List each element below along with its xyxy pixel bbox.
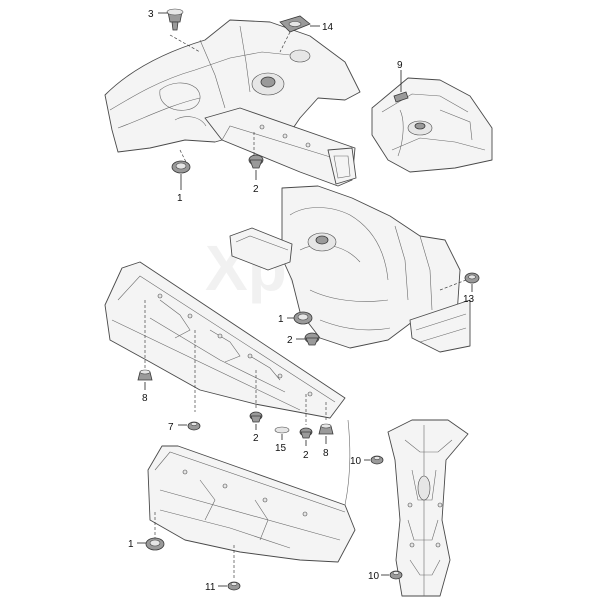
part-7-nut bbox=[187, 421, 201, 431]
callout-3: 3 bbox=[148, 9, 154, 20]
callout-1-mid: 1 bbox=[278, 314, 284, 325]
part-2-plug-c bbox=[249, 411, 263, 423]
callout-15: 15 bbox=[275, 443, 287, 454]
part-11-nut bbox=[227, 581, 241, 591]
callout-2-top: 2 bbox=[253, 184, 259, 195]
part-8-nut-left bbox=[137, 369, 153, 381]
callout-10-bottom: 10 bbox=[368, 571, 380, 582]
callout-1-top: 1 bbox=[177, 193, 183, 204]
part-15-disc bbox=[274, 426, 290, 434]
part-2-plug-mid bbox=[304, 332, 320, 346]
callout-13: 13 bbox=[463, 294, 475, 305]
rear-floor-assembly bbox=[147, 419, 356, 580]
callout-8-right: 8 bbox=[323, 448, 329, 459]
part-14-plate bbox=[279, 15, 311, 33]
callout-10-top: 10 bbox=[350, 456, 362, 467]
part-13-grommet bbox=[464, 272, 480, 284]
callout-1-bottom: 1 bbox=[128, 539, 134, 550]
part-2-plug-d bbox=[299, 427, 313, 439]
part-10-nut-bottom bbox=[389, 570, 403, 580]
floor-sill-assembly bbox=[104, 261, 346, 425]
part-1-grommet-top bbox=[171, 160, 191, 174]
callout-7: 7 bbox=[168, 422, 174, 433]
inset-detail-assembly bbox=[371, 77, 493, 173]
callout-14: 14 bbox=[322, 22, 334, 33]
wheel-arch-assembly bbox=[229, 185, 471, 353]
part-3-clip bbox=[166, 8, 184, 31]
part-9-clip bbox=[393, 91, 409, 103]
callout-2-c: 2 bbox=[253, 433, 259, 444]
front-body-assembly bbox=[104, 19, 361, 187]
part-1-grommet-bottom bbox=[145, 537, 165, 551]
part-8-nut-right bbox=[318, 423, 334, 435]
callout-11: 11 bbox=[205, 582, 216, 593]
callout-9: 9 bbox=[397, 60, 403, 71]
callout-8-left: 8 bbox=[142, 393, 148, 404]
part-2-plug-top bbox=[248, 154, 264, 169]
callout-2-mid: 2 bbox=[287, 335, 293, 346]
part-1-grommet-mid bbox=[293, 311, 313, 325]
tunnel-assembly bbox=[387, 419, 469, 597]
part-10-nut-top bbox=[370, 455, 384, 465]
callout-2-d: 2 bbox=[303, 450, 309, 461]
